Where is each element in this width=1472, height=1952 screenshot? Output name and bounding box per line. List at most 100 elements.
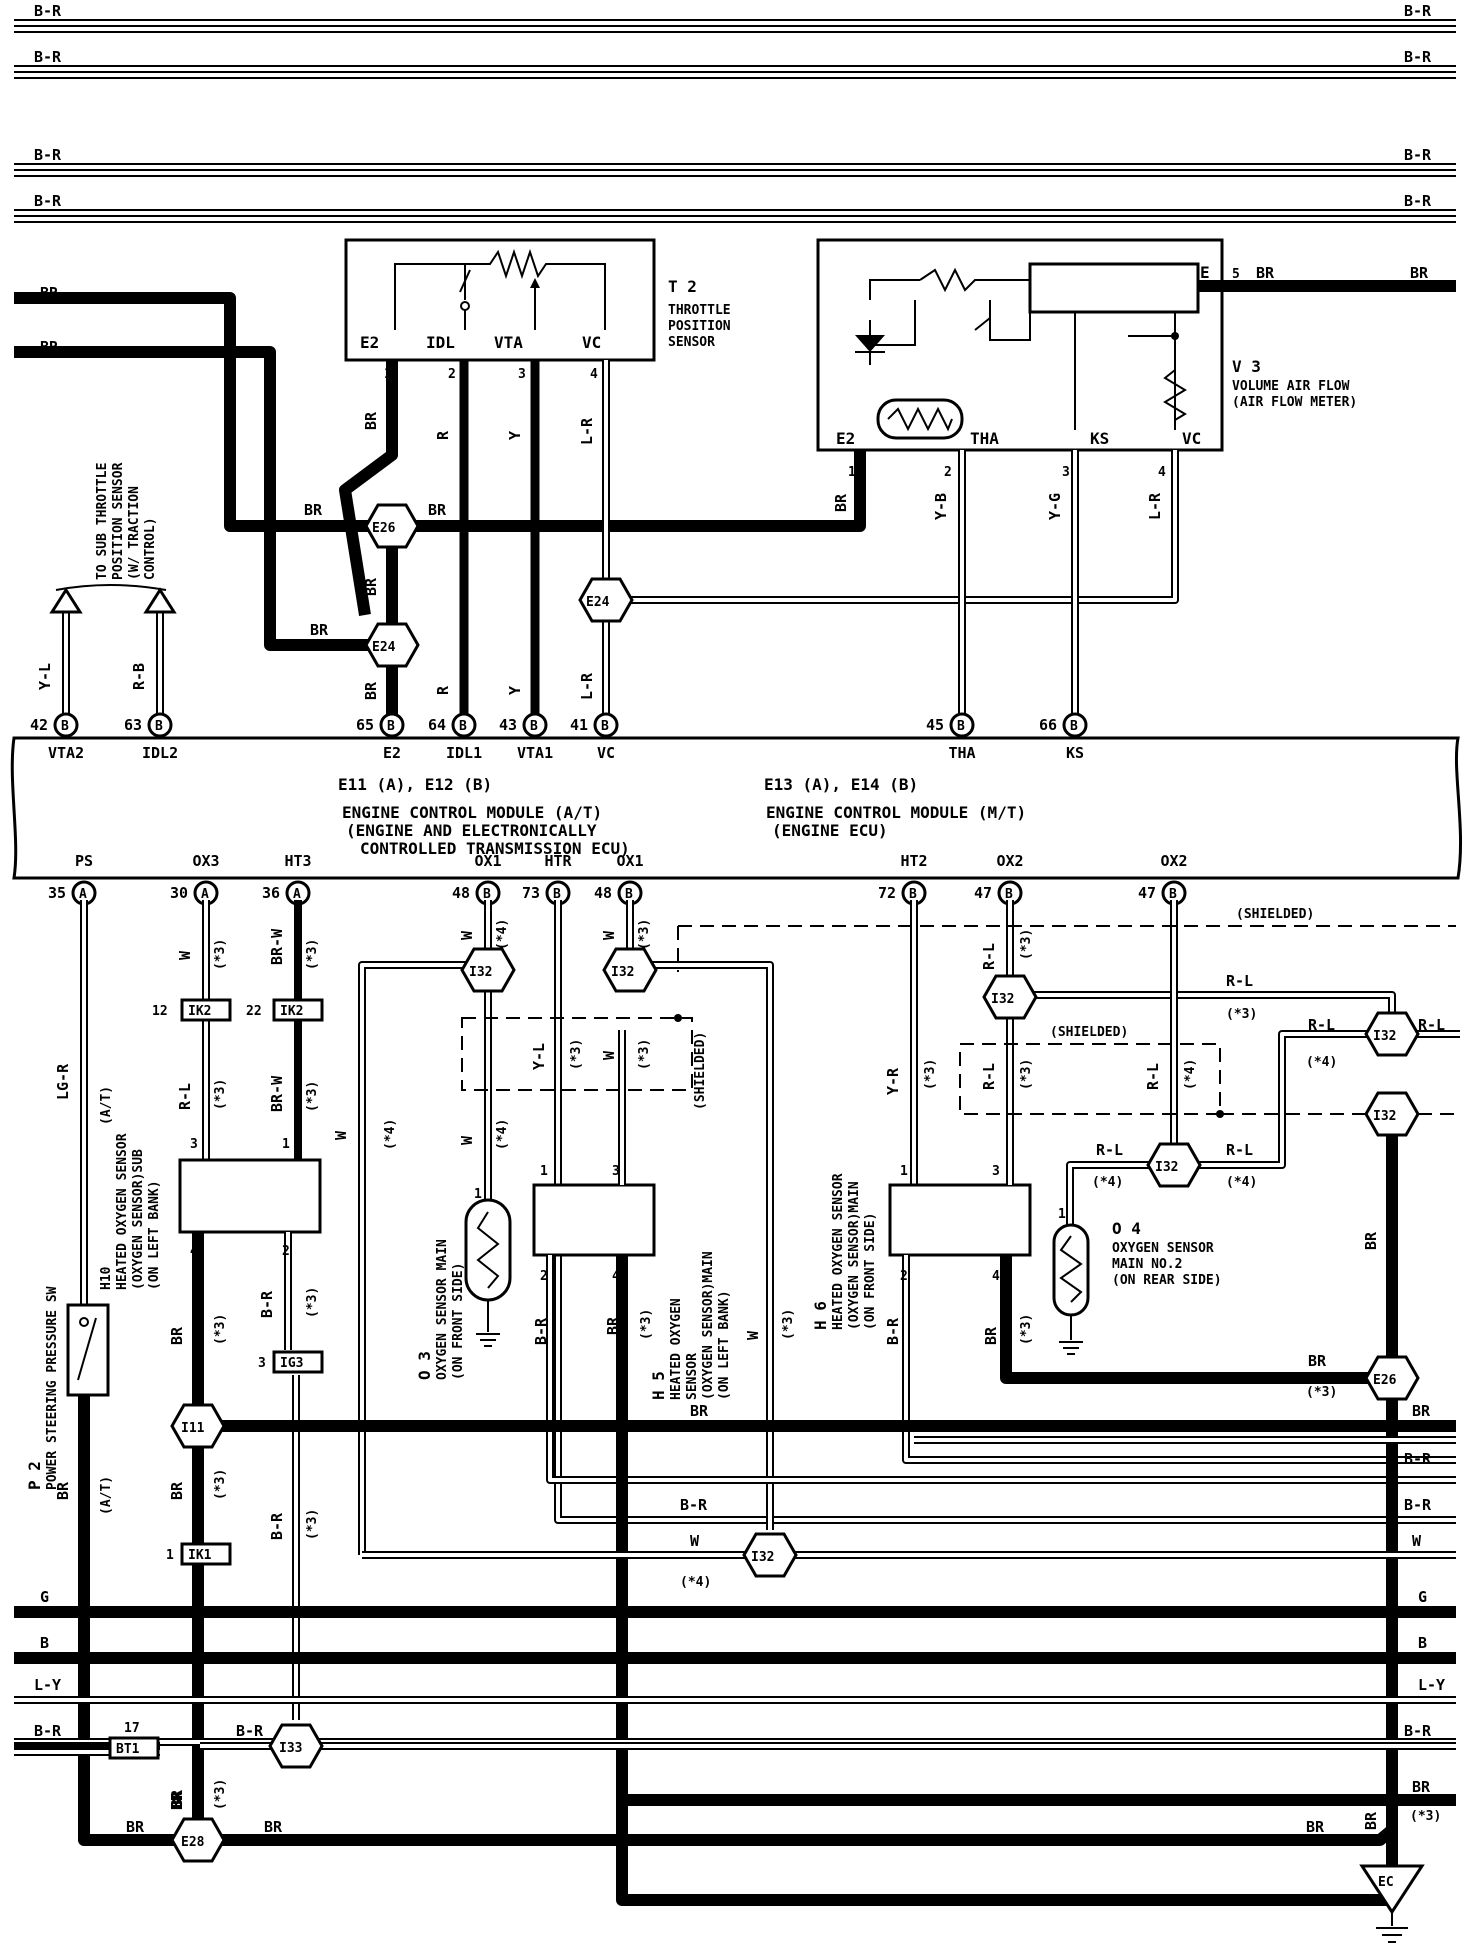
svg-text:R-L: R-L — [1226, 1141, 1253, 1159]
ecm-pin-connector: B — [530, 719, 538, 734]
svg-text:4: 4 — [612, 1269, 620, 1284]
ecm-pin-number: 48 — [594, 884, 612, 902]
svg-text:12: 12 — [152, 1004, 168, 1019]
svg-text:(*3): (*3) — [1019, 1314, 1034, 1345]
ecm-pin-connector: B — [553, 887, 561, 902]
svg-text:H 5: H 5 — [649, 1371, 668, 1400]
svg-text:R-L: R-L — [1226, 972, 1253, 990]
svg-text:3: 3 — [612, 1164, 620, 1179]
ecm-pin-name: HT2 — [901, 852, 928, 870]
component-name: (AIR FLOW METER) — [1232, 395, 1357, 410]
ecm-pin-name: PS — [75, 852, 93, 870]
svg-text:Y-G: Y-G — [1046, 493, 1064, 520]
node-I32-bottom: I32 — [742, 1532, 798, 1578]
svg-text:(A/T): (A/T) — [99, 1476, 114, 1515]
svg-text:3: 3 — [258, 1356, 266, 1371]
node-E24-upper: E24 — [364, 622, 420, 668]
svg-text:BR: BR — [168, 1791, 186, 1810]
sensor-P2-label: P 2 POWER STEERING PRESSURE SW — [25, 1286, 60, 1490]
svg-text:(*4): (*4) — [1183, 1059, 1198, 1090]
signal-wires: R Y L-R BR Y-B Y-G L-R BR BR BR R Y L-R … — [36, 360, 1179, 725]
svg-text:(OXYGEN SENSOR)MAIN: (OXYGEN SENSOR)MAIN — [701, 1251, 716, 1400]
svg-text:(SHIELDED): (SHIELDED) — [693, 1032, 708, 1110]
ecm-pin-marker — [379, 712, 405, 738]
ecm-pin-name: VTA1 — [517, 744, 553, 762]
svg-text:1: 1 — [900, 1164, 908, 1179]
pin-num: 5 — [1232, 267, 1240, 282]
svg-text:BR: BR — [362, 681, 380, 700]
svg-text:B-R: B-R — [1404, 1496, 1432, 1514]
ecm-pin-number: 36 — [262, 884, 280, 902]
svg-text:(*3): (*3) — [305, 1287, 320, 1318]
svg-text:I32: I32 — [1155, 1160, 1178, 1175]
svg-text:(A/T): (A/T) — [99, 1086, 114, 1125]
ecm-pin-number: 65 — [356, 716, 374, 734]
svg-text:(*3): (*3) — [305, 1081, 320, 1112]
pin-num: 3 — [1062, 465, 1070, 480]
svg-text:B-R: B-R — [268, 1512, 286, 1540]
svg-text:POWER STEERING PRESSURE SW: POWER STEERING PRESSURE SW — [45, 1286, 60, 1490]
svg-text:(ON FRONT SIDE): (ON FRONT SIDE) — [451, 1263, 466, 1380]
svg-text:O 3: O 3 — [415, 1351, 434, 1380]
ecm-pin-name: VTA2 — [48, 744, 84, 762]
svg-text:(*3): (*3) — [569, 1039, 584, 1070]
ecm-pin-number: 48 — [452, 884, 470, 902]
svg-text:I32: I32 — [991, 992, 1014, 1007]
ecm-pin-number: 47 — [974, 884, 992, 902]
svg-text:R-L: R-L — [1308, 1016, 1335, 1034]
svg-text:Y: Y — [506, 686, 524, 695]
svg-text:B-R: B-R — [884, 1317, 902, 1345]
pin-label: E — [1200, 263, 1210, 282]
ecm-pin-connector: B — [155, 719, 163, 734]
svg-text:(*3): (*3) — [1410, 1809, 1441, 1824]
top-bus-2: B-R B-R — [14, 48, 1456, 79]
svg-text:(*4): (*4) — [1226, 1175, 1257, 1190]
svg-text:W: W — [458, 930, 476, 940]
pin-num: 1 — [848, 465, 856, 480]
bus-label: B-R — [34, 146, 62, 164]
svg-text:BR-W: BR-W — [268, 1075, 286, 1112]
svg-text:BR-W: BR-W — [268, 928, 286, 965]
svg-text:L-Y: L-Y — [1418, 1676, 1445, 1694]
svg-text:BR: BR — [428, 501, 447, 519]
svg-text:H10: H10 — [99, 1266, 114, 1290]
svg-text:R-L: R-L — [980, 943, 998, 970]
ecm-sub-at: (ENGINE AND ELECTRONICALLY — [346, 821, 597, 840]
pin-num: 2 — [448, 367, 456, 382]
svg-text:(*3): (*3) — [637, 919, 652, 950]
bus-label: B-R — [1404, 2, 1432, 20]
ecm-pin-name: HTR — [545, 852, 573, 870]
svg-text:22: 22 — [246, 1004, 262, 1019]
svg-text:BR: BR — [982, 1326, 1000, 1345]
ecm-pin-name: OX1 — [617, 852, 644, 870]
svg-text:B-R: B-R — [532, 1317, 550, 1345]
svg-text:BR: BR — [310, 621, 329, 639]
engine-control-module — [10, 736, 1463, 880]
upper-ground-wires: BR BR BR BR BR BR BR — [14, 264, 1456, 725]
ecm-pin-connector: B — [483, 887, 491, 902]
ecm-bottom-pins: A35PSA30OX3A36HT3B48OX1B73HTRB48OX1B72HT… — [48, 852, 1188, 906]
ecm-pin-number: 73 — [522, 884, 540, 902]
component-id: V 3 — [1232, 357, 1261, 376]
svg-text:R-L: R-L — [1418, 1016, 1445, 1034]
svg-text:BR: BR — [1412, 1402, 1431, 1420]
pin-label: THA — [970, 429, 999, 448]
svg-text:G: G — [40, 1588, 49, 1606]
bus-label: B-R — [34, 48, 62, 66]
node-E26-lower: E26 — [1364, 1355, 1420, 1401]
ecm-title-mt: ENGINE CONTROL MODULE (M/T) — [766, 803, 1026, 822]
svg-text:I32: I32 — [1373, 1029, 1396, 1044]
ecm-pin-connector: B — [1070, 719, 1078, 734]
svg-text:B-R: B-R — [258, 1290, 276, 1318]
svg-text:(*3): (*3) — [305, 939, 320, 970]
svg-text:1: 1 — [282, 1137, 290, 1152]
svg-text:Y-L: Y-L — [530, 1043, 548, 1070]
svg-text:IK2: IK2 — [188, 1004, 211, 1019]
svg-text:1: 1 — [540, 1164, 548, 1179]
svg-text:OXYGEN SENSOR MAIN: OXYGEN SENSOR MAIN — [435, 1239, 450, 1380]
svg-text:IK1: IK1 — [188, 1548, 212, 1563]
ecm-pin-marker — [593, 712, 619, 738]
svg-text:B-R: B-R — [236, 1722, 264, 1740]
